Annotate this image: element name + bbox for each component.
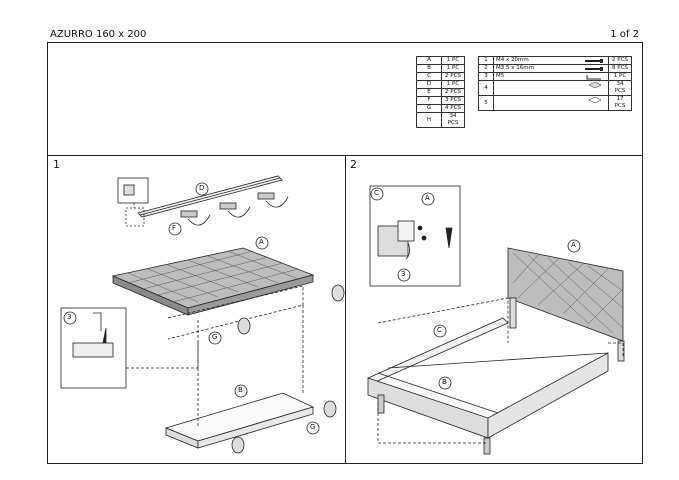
bed-frame-assembly (367, 297, 624, 455)
step-2-callouts (370, 187, 581, 390)
step-1-callouts (63, 182, 320, 435)
slat-holder-icon (588, 82, 602, 88)
page-number: 1 of 2 (610, 29, 639, 40)
callout-g: G (310, 423, 316, 431)
callout-a: A (571, 241, 576, 249)
allen-key-icon (586, 75, 601, 80)
screw-icon (585, 67, 603, 71)
rail-d (137, 175, 283, 218)
callout-f: F (172, 224, 177, 232)
brackets-f (180, 192, 289, 226)
hardware-row: 5 17 PCS (478, 95, 632, 111)
bolt-icon (585, 59, 603, 63)
rail-detail (117, 177, 149, 227)
callout-a: A (425, 194, 430, 202)
hardware-description-text: M3,5 x 16mm (496, 65, 534, 71)
page-title: AZURRO 160 x 200 (50, 29, 147, 40)
hardware-quantity: 34 PCS (608, 80, 632, 96)
part-quantity: 34 PCS (441, 112, 465, 128)
step-1-illustration (60, 175, 345, 454)
slat-cap-icon (588, 97, 602, 103)
hardware-number: 5 (478, 95, 494, 111)
callout-b: B (238, 386, 243, 394)
step-divider (345, 155, 346, 463)
step-1-number: 1 (53, 158, 60, 171)
bed-base-a (111, 247, 315, 340)
allen-key-detail (60, 307, 199, 389)
hardware-description (493, 95, 609, 111)
bed-frame-b (164, 305, 315, 449)
callout-c: C (437, 326, 442, 334)
callout-g: G (212, 333, 218, 341)
hardware-quantity: 17 PCS (608, 95, 632, 111)
hardware-description-text: M5 (496, 73, 505, 79)
callout-d: D (199, 184, 205, 192)
headboard-a (507, 247, 625, 362)
feet-g (231, 284, 345, 454)
hardware-description-text: M4 x 20mm (496, 57, 529, 63)
bracket-detail (369, 185, 461, 287)
step-2-illustration (367, 185, 625, 455)
callout-b: B (442, 378, 447, 386)
step-2-number: 2 (350, 158, 357, 171)
callout-a: A (259, 238, 264, 246)
callout-3: 3 (401, 270, 406, 278)
callout-3: 3 (67, 313, 72, 321)
callout-c: C (374, 189, 379, 197)
